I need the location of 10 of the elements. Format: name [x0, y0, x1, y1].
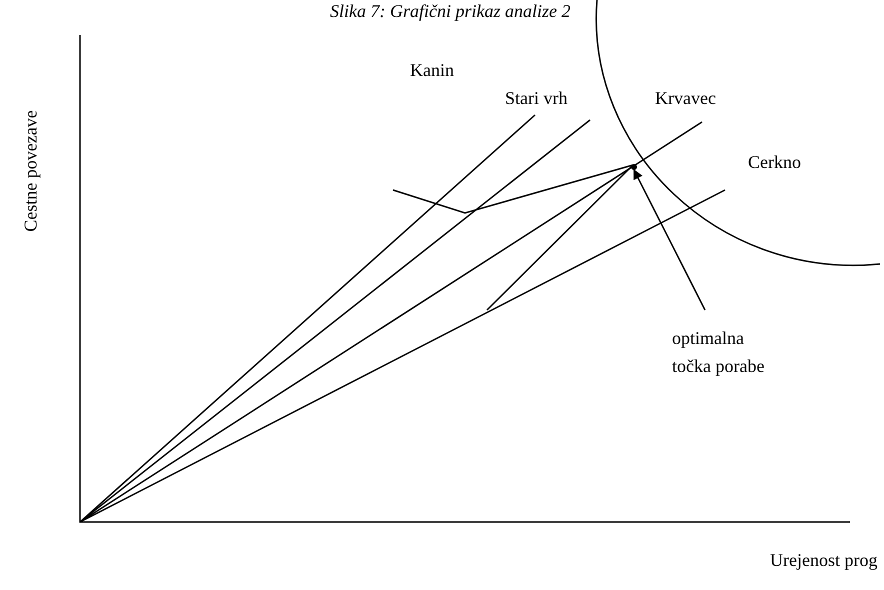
line-label: Kanin: [410, 59, 454, 81]
line-label: Krvavec: [655, 87, 716, 109]
leader-line: [633, 169, 706, 310]
figure-title: Slika 7: Grafični prikaz analize 2: [330, 0, 570, 22]
callout-text: optimalna točka porabe: [672, 310, 782, 380]
optimum-point: [631, 164, 637, 170]
axis-title: Urejenost prog: [770, 549, 878, 571]
line-label: Stari vrh: [505, 87, 568, 109]
line-label: Cerkno: [748, 151, 801, 173]
axis-title: Cestne povezave: [20, 110, 42, 232]
